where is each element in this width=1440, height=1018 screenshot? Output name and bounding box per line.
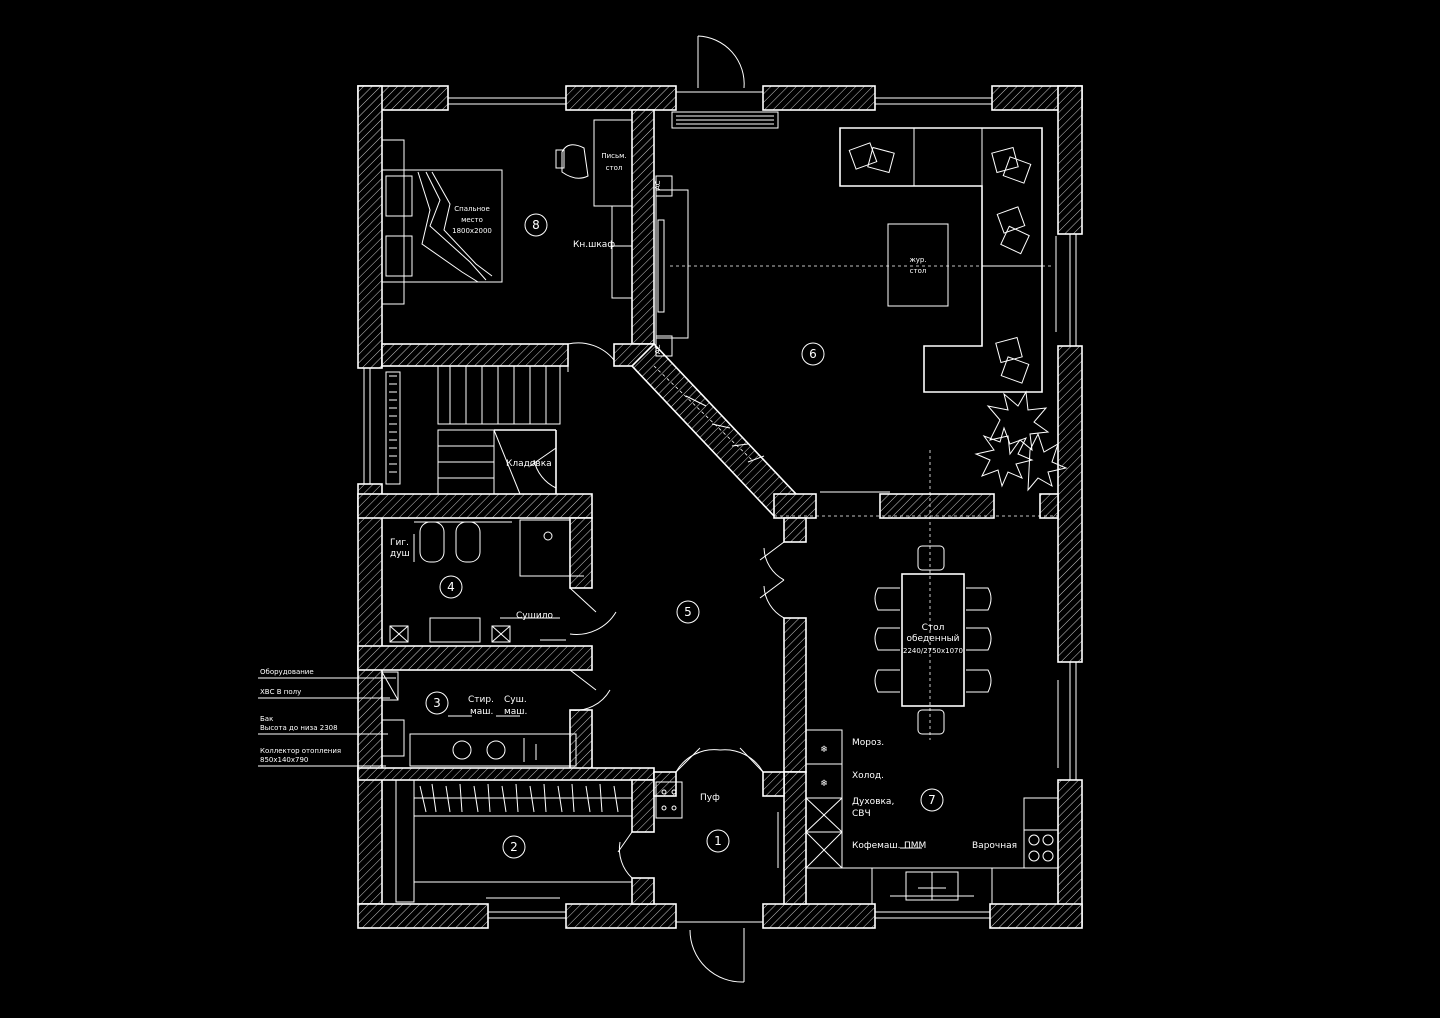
room-number-3: 3 xyxy=(433,696,441,710)
bed-label-3: 1800х2000 xyxy=(452,227,492,235)
room-marker-4: 4 xyxy=(439,575,463,599)
living-furniture: AC AC xyxy=(653,111,1068,740)
bathroom-fixtures: Гиг. душ Сушило xyxy=(389,519,584,643)
washer-label-1: Стир. xyxy=(468,695,494,705)
annotation-line1: Оборудование xyxy=(260,668,314,676)
kitchen-dining: Стол обеденный 2240/2750x1070 ❄ ❄ Мороз.… xyxy=(805,545,1059,904)
dining-label-2: обеденный xyxy=(906,634,959,644)
snowflake-icon: ❄ xyxy=(820,779,828,789)
annotation-line2: Высота до низа 2308 xyxy=(260,724,338,732)
snowflake-icon: ❄ xyxy=(820,745,828,755)
dishwasher-label: ПММ xyxy=(904,841,926,851)
storage-label: Кладовка xyxy=(506,459,552,469)
stairs: Кладовка xyxy=(385,365,561,495)
room-number-7: 7 xyxy=(928,793,936,807)
laundry-fixtures: Стир. маш. Суш. маш. xyxy=(381,671,577,767)
room-marker-8: 8 xyxy=(524,213,548,237)
room-marker-1: 1 xyxy=(706,829,730,853)
room-marker-3: 3 xyxy=(425,691,449,715)
dryer-label-2: маш. xyxy=(504,707,527,717)
entrance: Пуф xyxy=(655,781,779,868)
annotation-line2: 850х140х790 xyxy=(260,756,308,764)
room-marker-6: 6 xyxy=(801,342,825,366)
freezer-label: Мороз. xyxy=(852,738,884,748)
closet xyxy=(395,779,633,903)
cooktop-label: Варочная xyxy=(972,841,1017,851)
room-number-2: 2 xyxy=(510,840,518,854)
coffee-machine-label: Кофемаш. xyxy=(852,841,901,851)
ac-bottom-label: AC xyxy=(654,344,662,354)
room-number-8: 8 xyxy=(532,218,540,232)
bookcase-label: Кн.шкаф xyxy=(573,240,615,250)
oven-label-2: СВЧ xyxy=(852,809,871,819)
desk-label-2: стол xyxy=(606,164,623,172)
coffee-table-label-2: стол xyxy=(910,267,927,275)
dryer-label-1: Суш. xyxy=(504,695,527,705)
plant-icon xyxy=(974,390,1068,492)
exterior-walls xyxy=(357,85,1083,929)
bed-label-1: Спальное xyxy=(454,205,490,213)
annotation-line1: ХВС В полу xyxy=(260,688,301,696)
oven-label-1: Духовка, xyxy=(852,797,894,807)
doors xyxy=(567,35,785,983)
room-number-4: 4 xyxy=(447,580,455,594)
room-number-5: 5 xyxy=(684,605,692,619)
room-labels: Спальное место 1800х2000 Письм. стол жур… xyxy=(452,152,926,275)
equipment-annotations: Оборудование ХВС В полу Бак Высота до ни… xyxy=(258,668,396,767)
dining-label-3: 2240/2750x1070 xyxy=(903,647,963,655)
hyg-shower-label-2: душ xyxy=(390,549,410,559)
annotation-line1: Бак xyxy=(260,715,273,723)
room-marker-2: 2 xyxy=(502,835,526,859)
dining-label-1: Стол xyxy=(922,623,945,633)
room-markers: 1 2 3 4 5 6 7 8 xyxy=(425,213,944,859)
room-number-1: 1 xyxy=(714,834,722,848)
annotation-line1: Коллектор отопления xyxy=(260,747,341,755)
room-number-6: 6 xyxy=(809,347,817,361)
bed-label-2: место xyxy=(461,216,483,224)
fridge-label: Холод. xyxy=(852,771,884,781)
hyg-shower-label-1: Гиг. xyxy=(390,538,409,548)
washer-label-2: маш. xyxy=(470,707,493,717)
pouf-label: Пуф xyxy=(700,793,720,803)
bedroom-furniture: Кн.шкаф xyxy=(381,119,633,305)
dryer-rack-label: Сушило xyxy=(516,611,553,621)
coffee-table-label-1: жур. xyxy=(909,256,926,264)
room-marker-7: 7 xyxy=(920,788,944,812)
desk-label-1: Письм. xyxy=(601,152,626,160)
ac-top-label: AC xyxy=(654,180,662,190)
room-marker-5: 5 xyxy=(676,600,700,624)
